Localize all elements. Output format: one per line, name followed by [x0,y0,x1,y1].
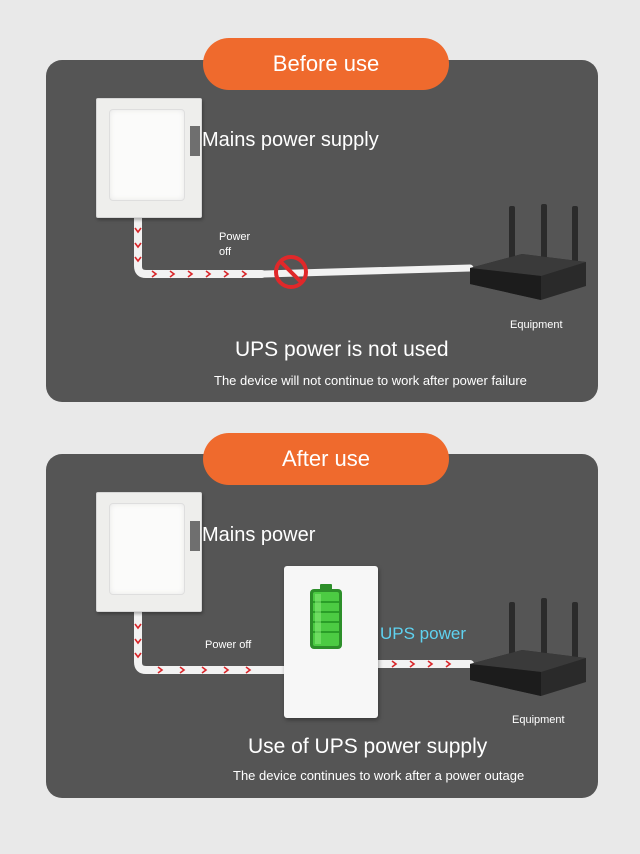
current-arrows-ups [391,660,452,668]
outlet-plate [109,503,185,595]
battery-icon [310,584,342,649]
label-tag [190,126,200,156]
before-title: UPS power is not used [235,338,449,361]
power-cable-before [134,201,266,278]
router-icon [470,204,586,300]
equipment-label: Equipment [512,714,565,726]
before-use-badge: Before use [203,38,449,90]
mains-power-label: Mains power [202,524,316,546]
label-tag [190,521,200,551]
power-cable-after [134,600,288,674]
ups-device [284,566,378,718]
power-off-label: Power off [205,639,252,651]
current-arrows-after [134,623,252,674]
wall-outlet-icon [96,98,202,218]
power-off-line1: Power [219,231,251,243]
wall-outlet-icon [96,492,202,612]
equipment-label: Equipment [510,319,563,331]
before-subtitle: The device will not continue to work aft… [214,373,527,388]
power-off-label: Power off [219,230,250,260]
after-subtitle: The device continues to work after a pow… [233,768,525,783]
after-title: Use of UPS power supply [248,735,488,758]
power-off-line2: off [219,246,232,258]
device-cable-before [260,264,474,278]
after-use-badge: After use [203,433,449,485]
mains-power-supply-label: Mains power supply [202,129,379,151]
current-arrows-before [134,227,248,278]
outlet-plate [109,109,185,201]
ups-power-label: UPS power [380,624,466,643]
prohibited-icon [274,255,308,289]
router-icon [470,598,586,696]
